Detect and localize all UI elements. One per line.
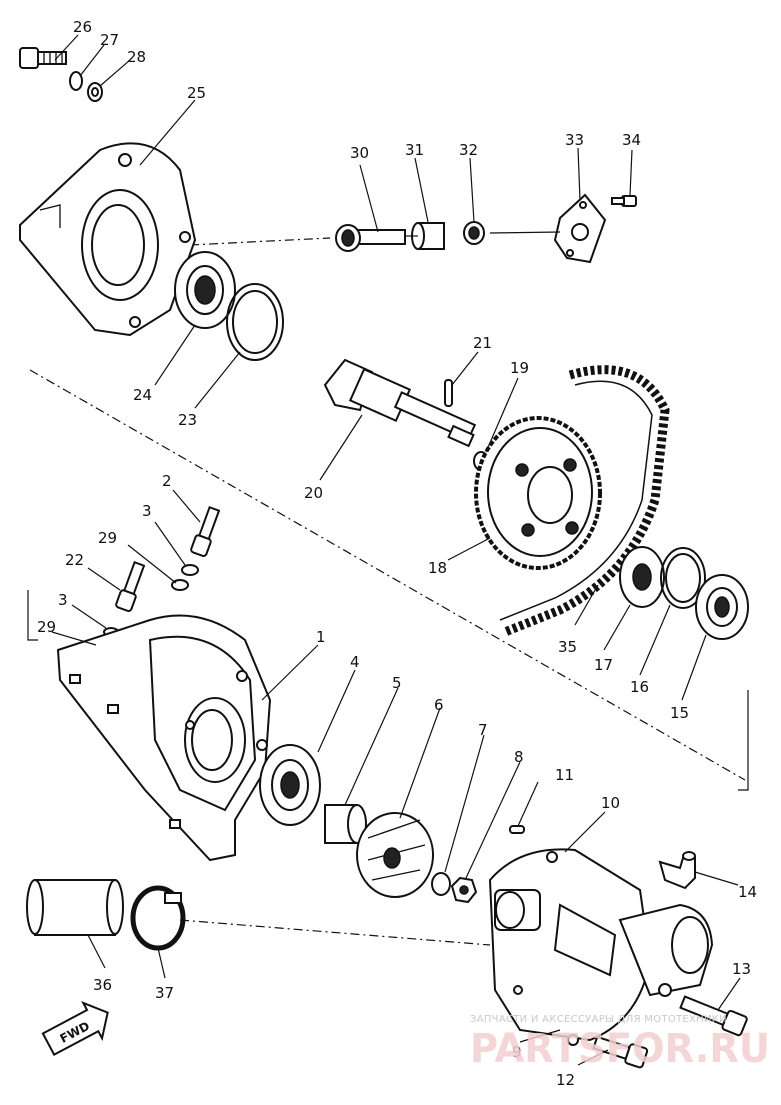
nut-8 [450,876,478,904]
callout-6: 6 [434,696,444,714]
callout-8: 8 [514,748,524,766]
callout-20: 20 [304,484,323,502]
callout-25: 25 [187,84,206,102]
housing-1 [56,614,272,862]
oil-seal-17 [619,546,665,608]
callout-28: 28 [127,48,146,66]
callout-27: 27 [100,31,119,49]
circlip-16 [660,547,706,609]
callout-34: 34 [622,131,641,149]
clamp-37 [130,885,186,951]
callout-31: 31 [405,141,424,159]
callout-numbers: 26 27 28 25 30 31 32 33 34 24 23 20 21 1… [37,18,757,1089]
pump-cover-10 [488,848,714,1046]
fwd-arrow: FWD [41,1001,109,1057]
callout-7: 7 [478,721,488,739]
circlip-23 [226,283,284,361]
callout-3-upper: 3 [142,502,152,520]
callout-13: 13 [732,960,751,978]
callout-18: 18 [428,559,447,577]
cover-25 [19,142,197,337]
bolt-13 [679,995,748,1037]
bearing-24 [174,251,236,329]
plate-33 [553,193,607,264]
centerline-shaft [189,237,331,246]
callout-15: 15 [670,704,689,722]
watermark: ЗАПЧАСТИ И АКСЕССУАРЫ ДЛЯ МОТОТЕХНИКИ PA… [470,1014,770,1072]
impeller-6 [356,812,434,898]
bracket-line-left [27,590,38,641]
bracket-line-right [738,690,749,791]
callout-11: 11 [555,766,574,784]
callout-14: 14 [738,883,757,901]
belt-35 [499,365,670,637]
callout-24: 24 [133,386,152,404]
callout-33: 33 [565,131,584,149]
callout-17: 17 [594,656,613,674]
callout-12: 12 [556,1071,575,1089]
callout-10: 10 [601,794,620,812]
pin-21 [444,379,453,407]
washer-7 [431,872,451,896]
gear-shaft-30 [335,224,406,252]
callout-19: 19 [510,359,529,377]
centerline-top [29,369,746,781]
bolt-22 [115,560,146,612]
bolt-12 [592,1035,649,1069]
callout-21: 21 [473,334,492,352]
bolt-26 [19,47,67,69]
callout-26: 26 [73,18,92,36]
callout-35: 35 [558,638,577,656]
callout-37: 37 [155,984,174,1002]
hose-36 [26,879,124,936]
callout-29-lower: 29 [37,618,56,636]
lock-washer-27 [69,71,83,91]
callout-4: 4 [350,653,360,671]
washer-3-upper [181,564,199,576]
bolt-2 [190,505,221,557]
callout-32: 32 [459,141,478,159]
callout-2: 2 [162,472,172,490]
callout-9: 9 [512,1043,522,1061]
callout-22: 22 [65,551,84,569]
drive-shaft-20 [323,358,477,448]
callout-16: 16 [630,678,649,696]
callout-30: 30 [350,144,369,162]
callout-5: 5 [392,674,402,692]
pulley-18 [474,416,602,570]
watermark-logo: PARTSFOR.RU [470,1026,770,1072]
leader-lines [51,34,741,1066]
screw-34 [611,195,637,207]
watermark-tagline: ЗАПЧАСТИ И АКСЕССУАРЫ ДЛЯ МОТОТЕХНИКИ [470,1014,727,1025]
callout-3-lower: 3 [58,591,68,609]
callout-1: 1 [316,628,326,646]
pin-11 [509,825,525,834]
seal-32 [463,221,485,245]
callout-29-upper: 29 [98,529,117,547]
callout-23: 23 [178,411,197,429]
bearing-15 [695,574,749,640]
elbow-fitting-14 [658,851,696,890]
callout-36: 36 [93,976,112,994]
bearing-4 [259,744,321,826]
centerline-pump [179,919,491,946]
